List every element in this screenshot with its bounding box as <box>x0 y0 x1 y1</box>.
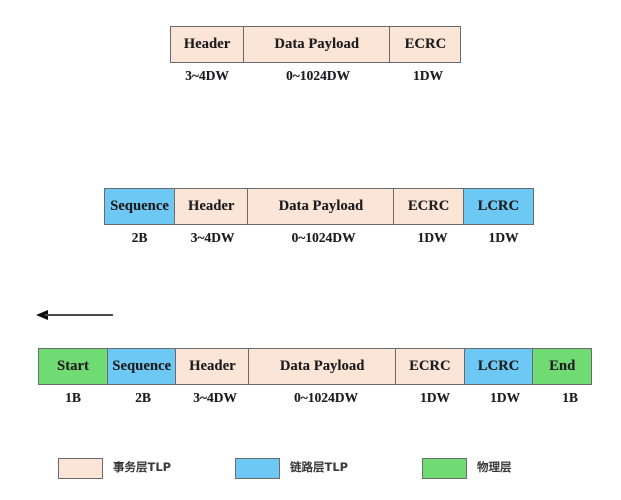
transaction-layer-tlp-size-labels: 3~4DW 0~1024DW 1DW <box>170 69 464 83</box>
legend-color-swatch <box>235 457 280 479</box>
packet-field-ecrc: ECRC <box>389 26 462 63</box>
field-size-label: 0~1024DW <box>291 230 356 245</box>
packet-field-data-payload: Data Payload <box>248 348 397 385</box>
packet-field-header: Header <box>175 348 250 385</box>
legend-color-swatch <box>422 457 467 479</box>
packet-field-ecrc: ECRC <box>393 188 465 225</box>
legend-link-layer: 链路层TLP <box>235 456 348 480</box>
field-size-label: 1DW <box>417 230 448 245</box>
packet-field-lcrc: LCRC <box>462 188 534 225</box>
arrow-head-icon <box>36 309 48 320</box>
field-size-label: 3~4DW <box>190 230 235 245</box>
packet-field-data-payload: Data Payload <box>247 188 395 225</box>
packet-field-sequence: Sequence <box>104 188 175 225</box>
field-size-label: 0~1024DW <box>285 68 351 83</box>
direction-arrow-left <box>36 307 114 323</box>
field-size-label: 0~1024DW <box>293 390 359 405</box>
legend-color-swatch <box>58 457 103 479</box>
field-size-label: 1DW <box>488 230 519 245</box>
physical-layer-tlp-size-labels: 1B 2B 3~4DW 0~1024DW 1DW 1DW 1B <box>38 391 600 405</box>
packet-field-header: Header <box>170 26 244 63</box>
field-size-label: 1DW <box>420 390 450 405</box>
field-size-label: 3~4DW <box>185 68 229 83</box>
data-link-layer-tlp-size-labels: 2B 3~4DW 0~1024DW 1DW 1DW <box>104 231 539 245</box>
field-size-label: 1B <box>65 390 81 405</box>
field-size-label: 2B <box>131 230 148 245</box>
field-size-label: 1DW <box>413 68 443 83</box>
field-size-label: 3~4DW <box>193 390 237 405</box>
field-size-label: 1B <box>562 390 578 405</box>
legend-physical-layer: 物理层 <box>422 456 512 480</box>
field-size-label: 1DW <box>490 390 520 405</box>
arrow-line <box>45 314 113 316</box>
legend-label: 物理层 <box>477 460 512 475</box>
packet-field-start: Start <box>38 348 108 385</box>
legend-label: 事务层TLP <box>113 460 172 475</box>
legend-label: 链路层TLP <box>290 460 349 475</box>
packet-field-end: End <box>532 348 593 385</box>
packet-field-lcrc: LCRC <box>463 348 534 385</box>
packet-field-ecrc: ECRC <box>394 348 465 385</box>
legend-transaction-layer: 事务层TLP <box>58 456 171 480</box>
packet-field-data-payload: Data Payload <box>242 26 391 63</box>
packet-field-sequence: Sequence <box>106 348 177 385</box>
legend: 事务层TLP 链路层TLP 物理层 <box>0 456 621 486</box>
field-size-label: 2B <box>135 390 151 405</box>
packet-field-header: Header <box>173 188 249 225</box>
